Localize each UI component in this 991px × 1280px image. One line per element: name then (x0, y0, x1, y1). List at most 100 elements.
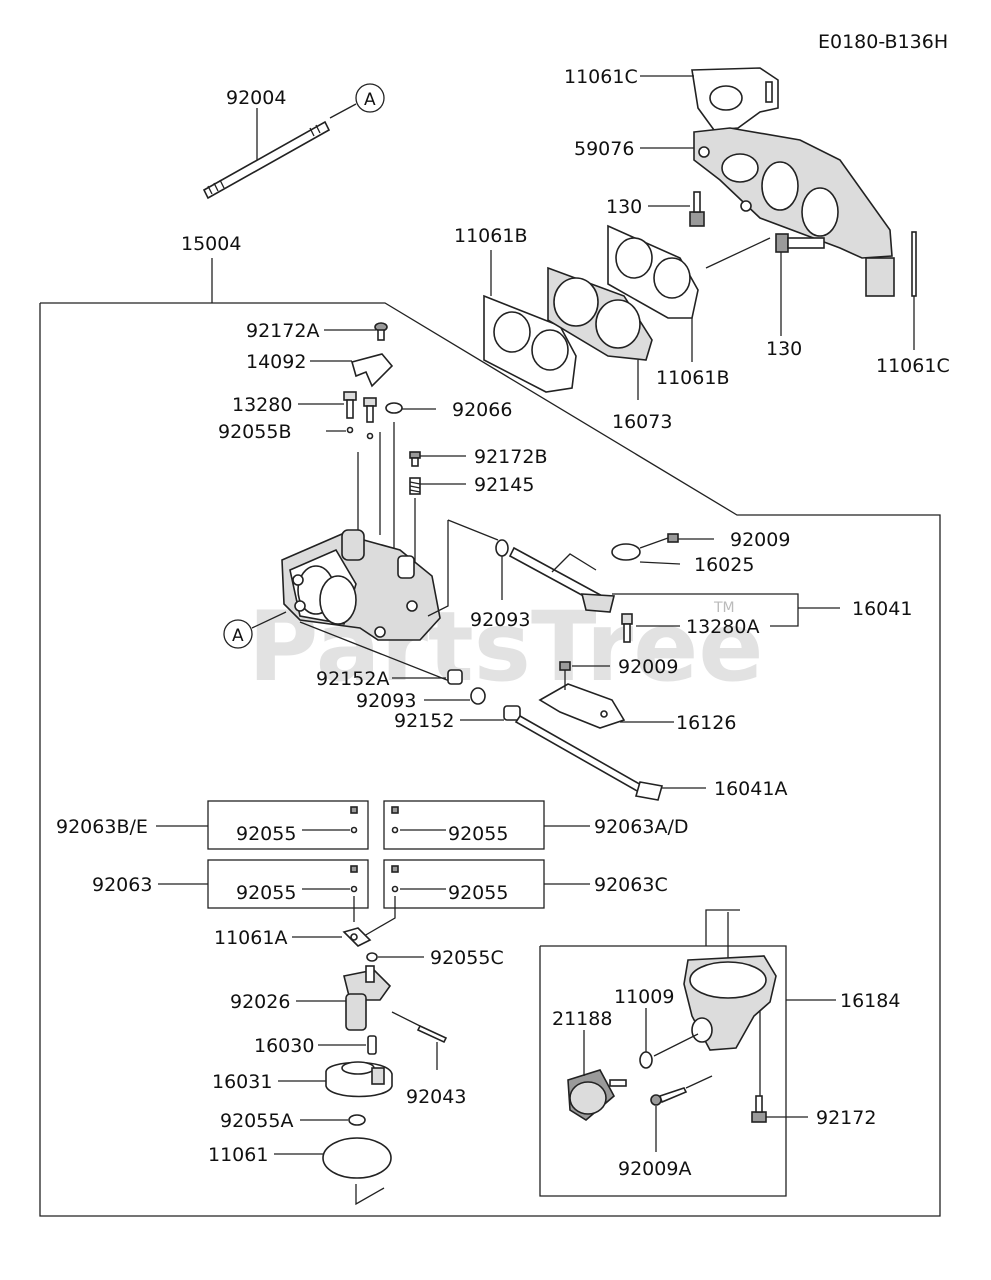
plate-part-16126[interactable] (538, 683, 626, 729)
label-92093-bottom: 92093 (356, 690, 416, 712)
bushing-part-92152A[interactable] (447, 669, 463, 685)
screw-part-92172B[interactable] (409, 451, 421, 467)
label-92055-3: 92055 (236, 882, 296, 904)
bolt-part-130-right[interactable] (775, 233, 825, 253)
screw-part-92172[interactable] (751, 1095, 767, 1123)
label-13280A: 13280A (686, 616, 759, 638)
label-92055-2: 92055 (448, 823, 508, 845)
screw-part-92172A[interactable] (374, 322, 388, 341)
label-92055C: 92055C (430, 947, 504, 969)
gasket-part-11061B-right[interactable] (607, 224, 699, 319)
label-92152: 92152 (394, 710, 454, 732)
label-92152A: 92152A (316, 668, 389, 690)
oring-part-92055B[interactable] (346, 426, 374, 440)
label-16031: 16031 (212, 1071, 272, 1093)
leader-a-carb (251, 611, 287, 629)
callout-a-carb-label: A (232, 626, 244, 646)
label-16041: 16041 (852, 598, 912, 620)
oring-part-92055A[interactable] (348, 1114, 366, 1126)
label-11061A: 11061A (214, 927, 287, 949)
diagram-code: E0180-B136H (818, 31, 948, 53)
label-92009A: 92009A (618, 1158, 691, 1180)
assembly-line-throttle (427, 520, 449, 617)
jet-part-13280[interactable] (343, 391, 377, 423)
callout-a-top-label: A (364, 90, 376, 110)
label-16041A: 16041A (714, 778, 787, 800)
stud-part-92004[interactable] (202, 120, 331, 200)
label-92145: 92145 (474, 474, 534, 496)
kit-box-92063AD[interactable] (383, 800, 545, 850)
label-130-left: 130 (606, 196, 642, 218)
gasket-part-11061C-right[interactable] (911, 231, 917, 297)
choke-shaft-part-16041A[interactable] (514, 714, 664, 801)
label-92063C: 92063C (594, 874, 668, 896)
label-92043: 92043 (406, 1086, 466, 1108)
screw-part-92009A[interactable] (650, 1087, 688, 1106)
assembly-line-11009 (653, 1033, 699, 1057)
subassembly-frame-16184 (539, 945, 787, 1197)
bolt-part-130-left[interactable] (689, 191, 705, 227)
callout-a-carb (223, 619, 253, 649)
label-16184: 16184 (840, 990, 900, 1012)
housing-part-16184[interactable] (683, 955, 777, 1051)
label-92055A: 92055A (220, 1110, 293, 1132)
screw-part-92009-mid[interactable] (559, 661, 571, 671)
spring-part-92145[interactable] (409, 477, 421, 495)
assembly-line-manifold (705, 237, 771, 269)
assembly-line-92043 (391, 1011, 421, 1027)
assembly-line-bowl (355, 1184, 385, 1206)
plate-part-14092[interactable] (351, 353, 394, 388)
gasket-part-11061A[interactable] (342, 927, 372, 947)
label-92026: 92026 (230, 991, 290, 1013)
needle-part-16030[interactable] (367, 1035, 377, 1055)
screw-part-92009-top[interactable] (667, 533, 679, 543)
throttle-shaft-part-16041[interactable] (508, 546, 616, 613)
label-59076: 59076 (574, 138, 634, 160)
label-14092: 14092 (246, 351, 306, 373)
label-92066: 92066 (452, 399, 512, 421)
kit-box-92063BE[interactable] (207, 800, 369, 850)
solenoid-part-21188[interactable] (567, 1069, 627, 1121)
label-11061C-right: 11061C (876, 355, 950, 377)
gasket-part-11061[interactable] (322, 1137, 392, 1179)
watermark-tm: TM (713, 600, 735, 616)
subassembly-frame-top (705, 909, 740, 946)
callout-a-top (355, 83, 385, 113)
washer-part-11009[interactable] (639, 1051, 653, 1069)
label-13280: 13280 (232, 394, 292, 416)
gasket-part-11061C-top[interactable] (691, 67, 779, 131)
label-16126: 16126 (676, 712, 736, 734)
pin-part-92043[interactable] (416, 1024, 448, 1044)
manifold-part-59076[interactable] (693, 127, 895, 297)
label-16030: 16030 (254, 1035, 314, 1057)
seal-part-92093-top[interactable] (495, 539, 509, 557)
oring-part-92055C[interactable] (366, 952, 378, 962)
label-11009: 11009 (614, 986, 674, 1008)
assembly-frame (39, 302, 941, 1217)
oring-part-92066[interactable] (385, 402, 403, 414)
float-part-16031[interactable] (325, 1061, 393, 1098)
carburetor-body-part-15004[interactable] (281, 529, 441, 641)
label-130-right: 130 (766, 338, 802, 360)
label-92172A: 92172A (246, 320, 319, 342)
label-92172: 92172 (816, 1107, 876, 1129)
assembly-line-16025 (551, 553, 597, 573)
label-92009-mid: 92009 (618, 656, 678, 678)
leader-16025 (639, 561, 681, 565)
label-92055-1: 92055 (236, 823, 296, 845)
assembly-line-throttle-2 (447, 519, 499, 541)
label-92004: 92004 (226, 87, 286, 109)
label-11061B-right: 11061B (656, 367, 729, 389)
nozzle-part-92026[interactable] (343, 965, 392, 1031)
seal-part-92093-bottom[interactable] (470, 687, 486, 705)
label-92063AD: 92063A/D (594, 816, 688, 838)
assembly-line-choke (299, 621, 453, 683)
bushing-part-92152[interactable] (503, 705, 521, 721)
insulator-part-16073[interactable] (547, 266, 653, 361)
assembly-line-92009A (685, 1075, 713, 1089)
label-92009-top: 92009 (730, 529, 790, 551)
jet-part-13280A[interactable] (621, 613, 633, 643)
valve-part-16025[interactable] (611, 543, 641, 561)
label-11061: 11061 (208, 1144, 268, 1166)
label-16073: 16073 (612, 411, 672, 433)
